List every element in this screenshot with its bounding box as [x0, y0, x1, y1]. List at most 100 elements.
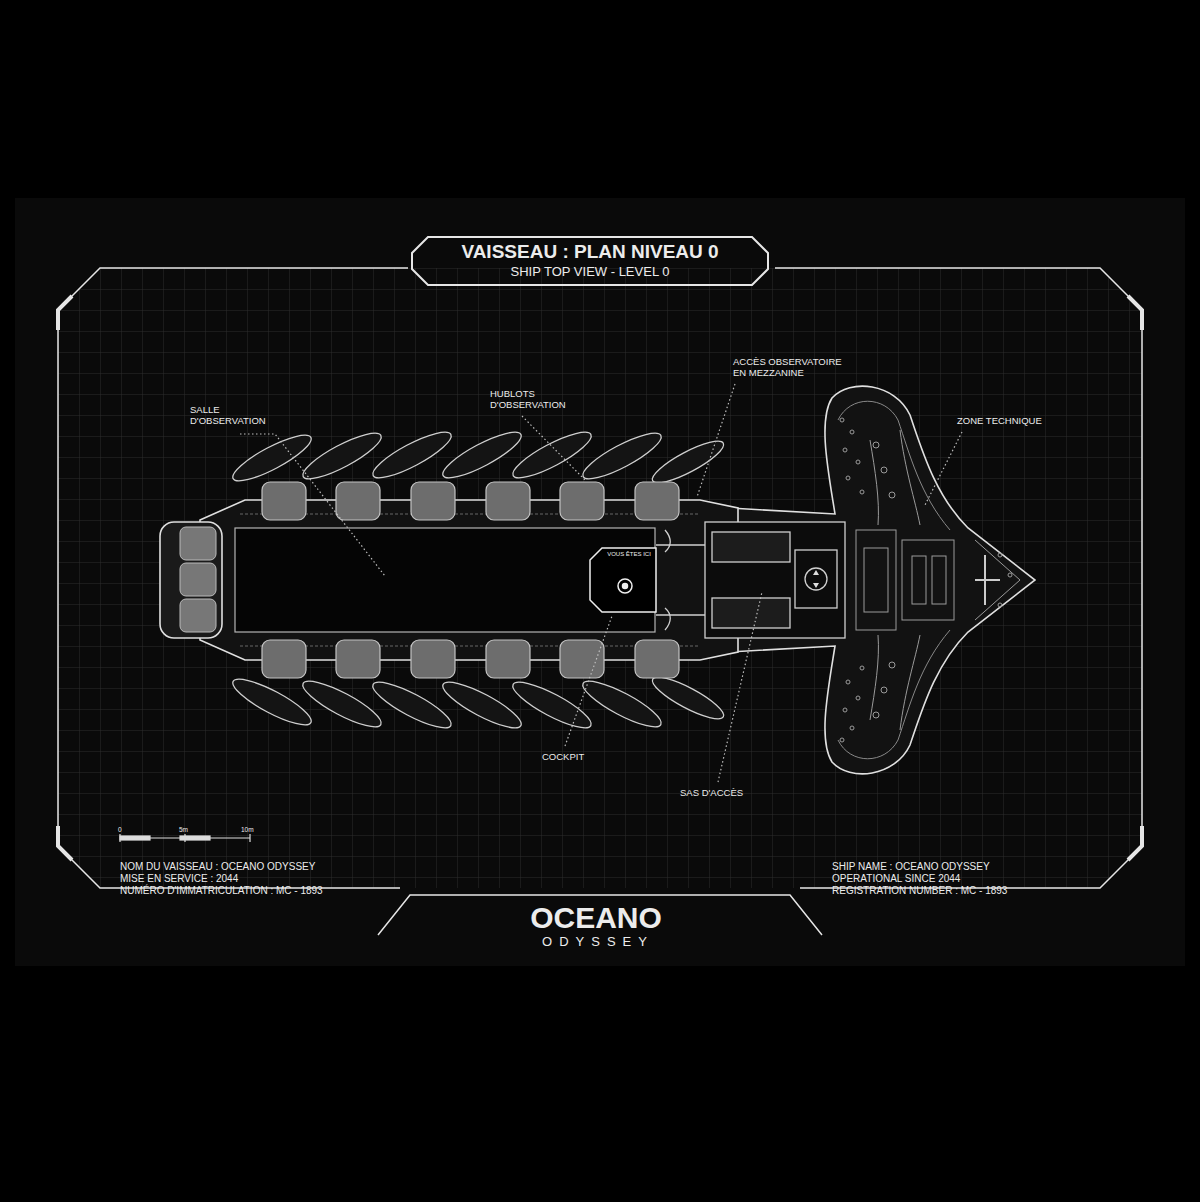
scale-bar [120, 834, 250, 842]
tech-details [902, 540, 954, 620]
access-airlock [656, 545, 705, 615]
hud-frame [58, 296, 72, 330]
tech-details [850, 430, 854, 434]
leader-lines [565, 616, 612, 746]
tech-details [860, 666, 864, 670]
scale-number: 0 [118, 826, 122, 834]
observation-portholes [411, 482, 455, 520]
ship-hull [160, 500, 738, 660]
observation-portholes [486, 640, 530, 678]
callout-label: SAS D'ACCÈS [680, 787, 743, 798]
tech-details [846, 680, 850, 684]
hud-frame [1128, 826, 1142, 860]
access-airlock [712, 598, 790, 628]
callout-label: ACCÈS OBSERVATOIRE EN MEZZANINE [733, 356, 855, 379]
scale-bar [120, 834, 250, 842]
tech-details [850, 726, 854, 730]
hud-frame [412, 237, 768, 285]
tech-details [856, 530, 896, 630]
leader-lines [925, 432, 962, 505]
tech-details [889, 662, 895, 668]
access-airlock [813, 570, 819, 588]
hud-frame [378, 895, 822, 935]
ship-fins [228, 672, 316, 733]
callout-label: COCKPIT [542, 751, 584, 762]
brand-logo-sub: ODYSSEY [542, 934, 654, 950]
ship-fins [228, 428, 316, 489]
tech-details [864, 548, 888, 612]
panel-ground [15, 198, 1185, 966]
tech-details [889, 492, 895, 498]
observation-portholes [262, 482, 679, 678]
blueprint-subtitle: SHIP TOP VIEW - LEVEL 0 [511, 264, 670, 280]
ship-info: NUMÉRO D'IMMATRICULATION : MC - 1893 [120, 885, 323, 897]
tech-details [873, 712, 879, 718]
ship-fins [298, 426, 386, 487]
scale-bar [120, 836, 150, 840]
ship-hull [200, 500, 738, 660]
tech-details [1008, 573, 1012, 577]
callout-label: ZONE TECHNIQUE [957, 415, 1042, 426]
observation-portholes [560, 482, 604, 520]
ship-fins [228, 425, 728, 736]
you-are-here: VOUS ÊTES ICI [607, 551, 651, 558]
observation-portholes [336, 640, 380, 678]
leader-lines [522, 416, 585, 480]
access-airlock [805, 568, 827, 590]
ship-tail-wings [975, 540, 1020, 620]
tech-details [998, 603, 1002, 607]
tech-details [870, 440, 878, 720]
ship-tail-wings [838, 630, 950, 759]
ship-info: OPERATIONAL SINCE 2044 [832, 873, 960, 885]
access-airlock [712, 532, 790, 562]
observation-portholes [262, 482, 306, 520]
blueprint-title: VAISSEAU : PLAN NIVEAU 0 [461, 241, 718, 264]
ship-hull [160, 522, 222, 638]
callout-label: HUBLOTS D'OBSERVATION [490, 388, 585, 411]
observation-portholes [635, 482, 679, 520]
access-airlock [656, 522, 845, 638]
ship-tail-wings [838, 401, 950, 530]
ship-info: MISE EN SERVICE : 2044 [120, 873, 238, 885]
ship-info: SHIP NAME : OCEANO ODYSSEY [832, 861, 990, 873]
tech-details [998, 553, 1002, 557]
tech-details [843, 708, 847, 712]
observation-portholes [635, 640, 679, 678]
observation-portholes [336, 482, 380, 520]
ship-hull [180, 527, 216, 560]
tech-details [881, 687, 887, 693]
observation-portholes [411, 640, 455, 678]
scale-number: 10m [241, 826, 254, 834]
tech-details [900, 430, 920, 730]
hud-frame [58, 237, 1142, 935]
tech-details [860, 490, 864, 494]
ship-fins [648, 434, 728, 489]
cockpit [623, 584, 628, 589]
tech-details [975, 555, 1000, 605]
ship-fins [648, 670, 728, 725]
panel-ground [15, 198, 1185, 966]
tech-details [840, 418, 844, 422]
observation-portholes [262, 640, 306, 678]
tech-details [856, 696, 860, 700]
tech-details [932, 556, 946, 604]
tech-details [873, 442, 879, 448]
access-airlock [795, 550, 837, 608]
leader-lines [718, 592, 762, 782]
tech-details [840, 738, 844, 742]
ship-hull [180, 563, 216, 596]
ship-info: NOM DU VAISSEAU : OCEANO ODYSSEY [120, 861, 315, 873]
leader-lines [697, 384, 735, 497]
callout-label: SALLE D'OBSERVATION [190, 404, 285, 427]
tech-details [843, 448, 847, 452]
cockpit [618, 579, 632, 593]
leader-lines [240, 434, 385, 576]
ship-hull [235, 528, 655, 632]
hud-frame [58, 826, 72, 860]
hud-frame [1128, 296, 1142, 330]
access-airlock [705, 522, 845, 638]
access-airlock [665, 530, 670, 630]
tech-details [881, 467, 887, 473]
ship-hull [180, 599, 216, 632]
